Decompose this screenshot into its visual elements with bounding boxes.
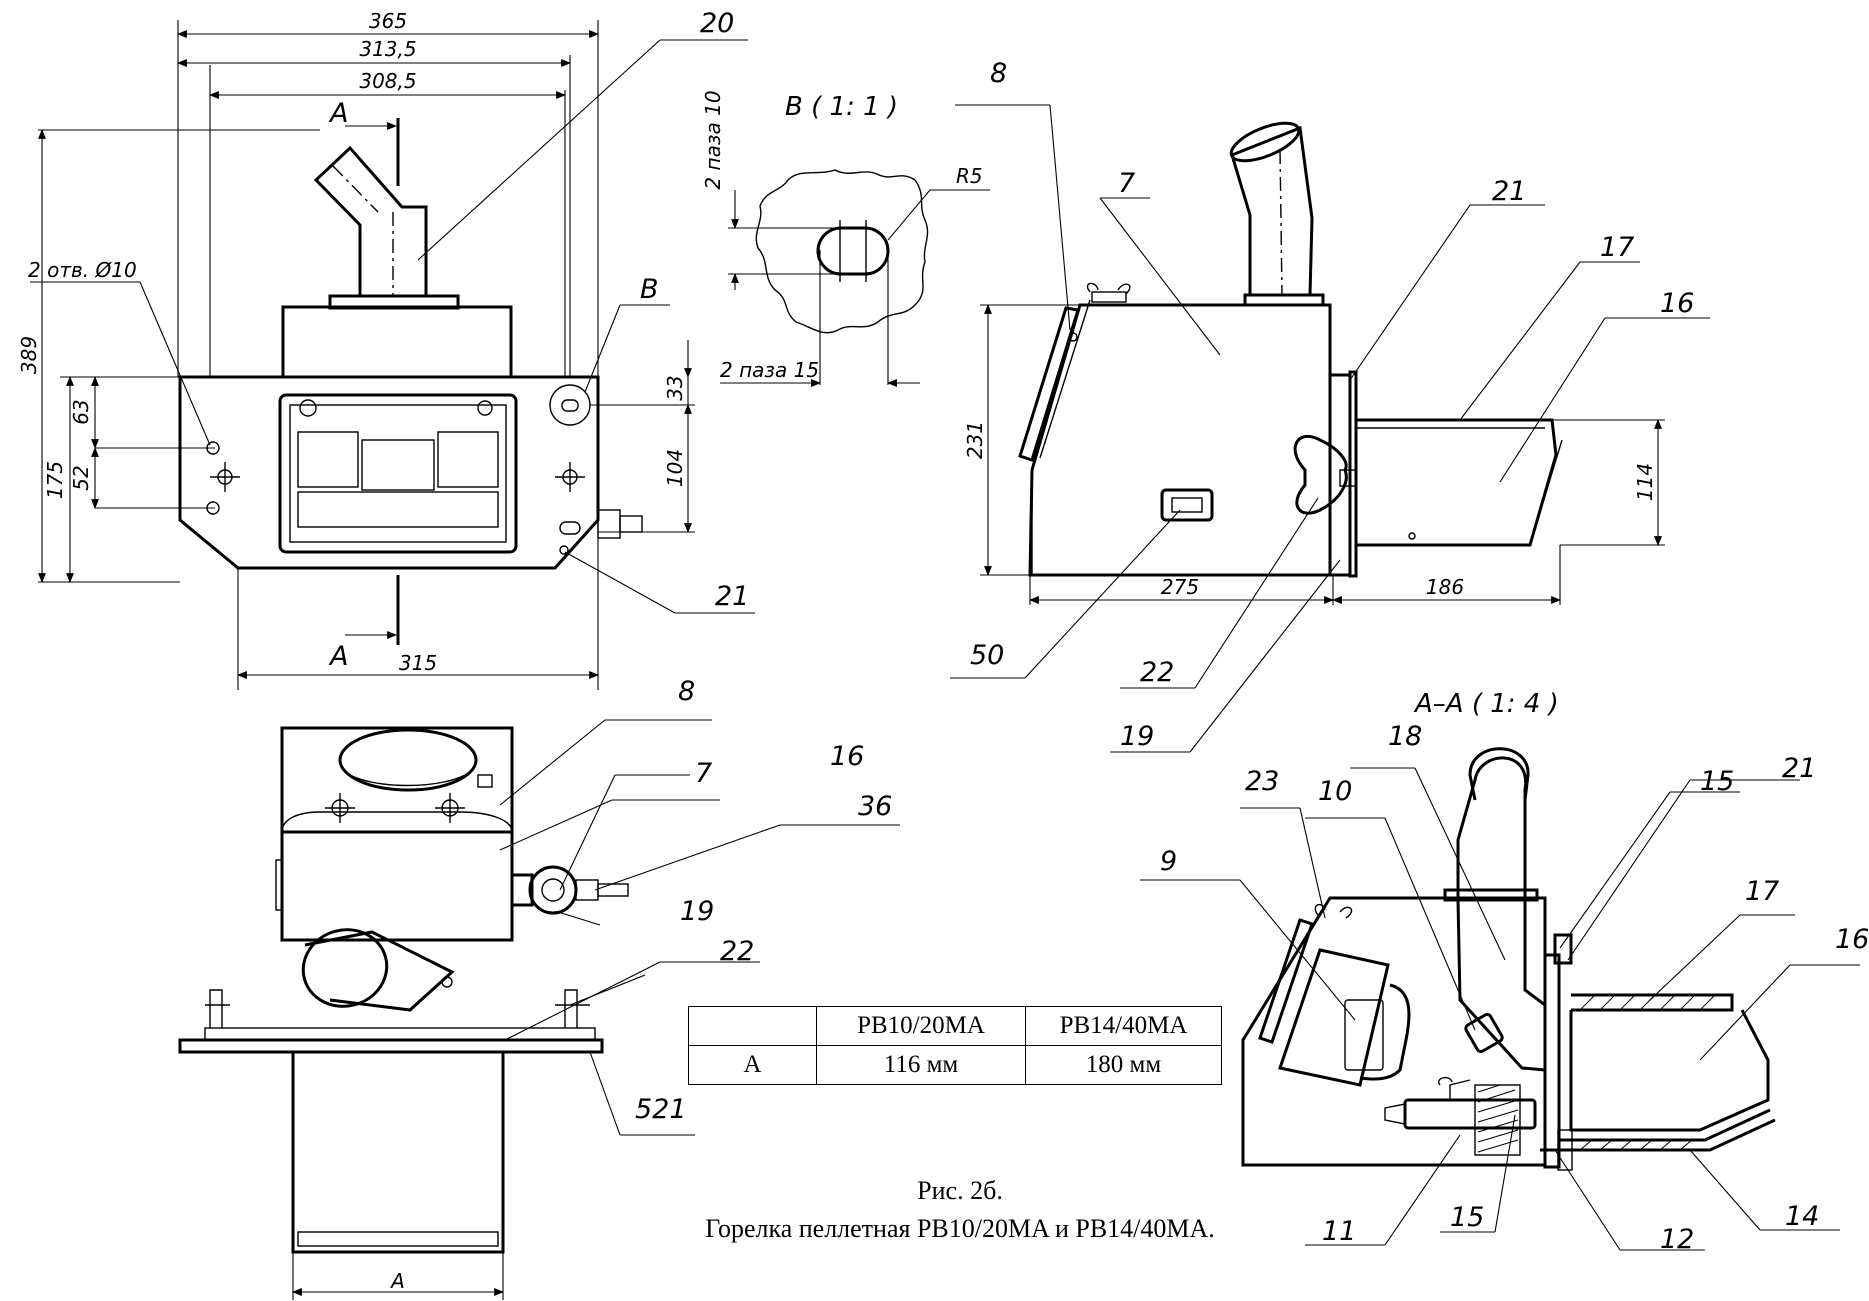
callout-7-side: 7 [1118,168,1135,199]
callout-19-side: 19 [1120,721,1154,752]
size-table: PB10/20MA PB14/40MA A 116 мм 180 мм [688,1006,1222,1085]
dim-63: 63 [69,399,93,424]
callout-22-side: 22 [1140,657,1174,688]
dim-186: 186 [1426,575,1464,599]
dim-114: 114 [1633,463,1657,501]
table-cell: 180 мм [1025,1045,1222,1085]
note-slot-15: 2 паза 15 [720,358,819,382]
title-section-aa: A–A ( 1: 4 ) [1413,689,1559,719]
callout-18: 18 [1388,721,1422,752]
caption-line-1: Рис. 2б. [917,1176,1003,1205]
callout-36: 36 [858,791,892,822]
callout-23: 23 [1245,766,1279,797]
callout-11: 11 [1322,1216,1356,1247]
callout-21-side: 21 [1492,176,1526,207]
note-slot-10: 2 паза 10 [701,90,725,189]
callout-9: 9 [1160,846,1177,877]
side-view: 231 275 186 114 7 21 17 16 50 22 19 [950,104,1710,753]
title-detail-b: B ( 1: 1 ) [785,92,898,122]
callout-22-bottom: 22 [720,936,754,967]
callout-8-bottom: 8 [678,676,695,707]
table-cell: 116 мм [816,1045,1026,1085]
table-row: A 116 мм 180 мм [688,1045,1222,1085]
dim-52: 52 [69,465,93,490]
table-header-cell: PB10/20MA [816,1006,1026,1046]
section-mark-a-bottom: A [328,641,348,672]
callout-21: 21 [715,581,749,612]
callout-16-side: 16 [1660,288,1694,319]
dim-308-5: 308,5 [359,69,416,93]
section-mark-a-top: A [328,98,348,129]
callout-521: 521 [635,1094,687,1125]
dim-231: 231 [963,421,987,459]
top-view: A 8 7 16 36 19 22 521 [178,676,900,1300]
note-r5: R5 [956,164,983,188]
dim-104: 104 [663,449,687,487]
section-aa-view: A–A ( 1: 4 ) [1140,689,1869,1255]
front-view: 365 313,5 308,5 389 175 63 52 33 104 315… [17,8,755,690]
callout-7-bottom: 7 [695,758,712,789]
callout-10: 10 [1318,776,1352,807]
dim-175: 175 [43,461,67,499]
dim-313-5: 313,5 [359,37,416,61]
figure-caption: Рис. 2б. Горелка пеллетная PB10/20MA и P… [610,1172,1310,1248]
caption-line-2: Горелка пеллетная PB10/20MA и PB14/40MA. [705,1214,1215,1243]
callout-b: B [640,274,659,305]
callout-17-side: 17 [1600,232,1634,263]
dim-365: 365 [369,9,407,33]
callout-12: 12 [1660,1224,1694,1255]
callout-17-section: 17 [1745,876,1779,907]
callout-21-section: 21 [1782,753,1816,784]
callout-19-bottom: 19 [680,896,714,927]
callout-16-section: 16 [1835,924,1869,955]
note-holes: 2 отв. Ø10 [28,258,137,282]
callout-15-top: 15 [1700,766,1734,797]
callout-20: 20 [700,8,734,39]
dim-389: 389 [17,336,41,374]
callout-14: 14 [1785,1201,1819,1232]
table-header-row: PB10/20MA PB14/40MA [688,1006,1222,1046]
dim-275: 275 [1161,575,1199,599]
callout-8-top: 8 [990,58,1007,89]
callout-15-bottom: 15 [1450,1202,1484,1233]
table-header-cell [688,1006,817,1046]
detail-b-view: 2 паза 10 2 паза 15 R5 B ( 1: 1 ) 8 [701,58,1007,387]
table-header-cell: PB14/40MA [1025,1006,1222,1046]
table-cell: A [688,1045,817,1085]
dim-315: 315 [399,651,437,675]
callout-50: 50 [970,640,1004,671]
dim-33: 33 [663,375,687,400]
dim-a: A [389,1269,405,1293]
callout-16-bottom: 16 [830,741,864,772]
